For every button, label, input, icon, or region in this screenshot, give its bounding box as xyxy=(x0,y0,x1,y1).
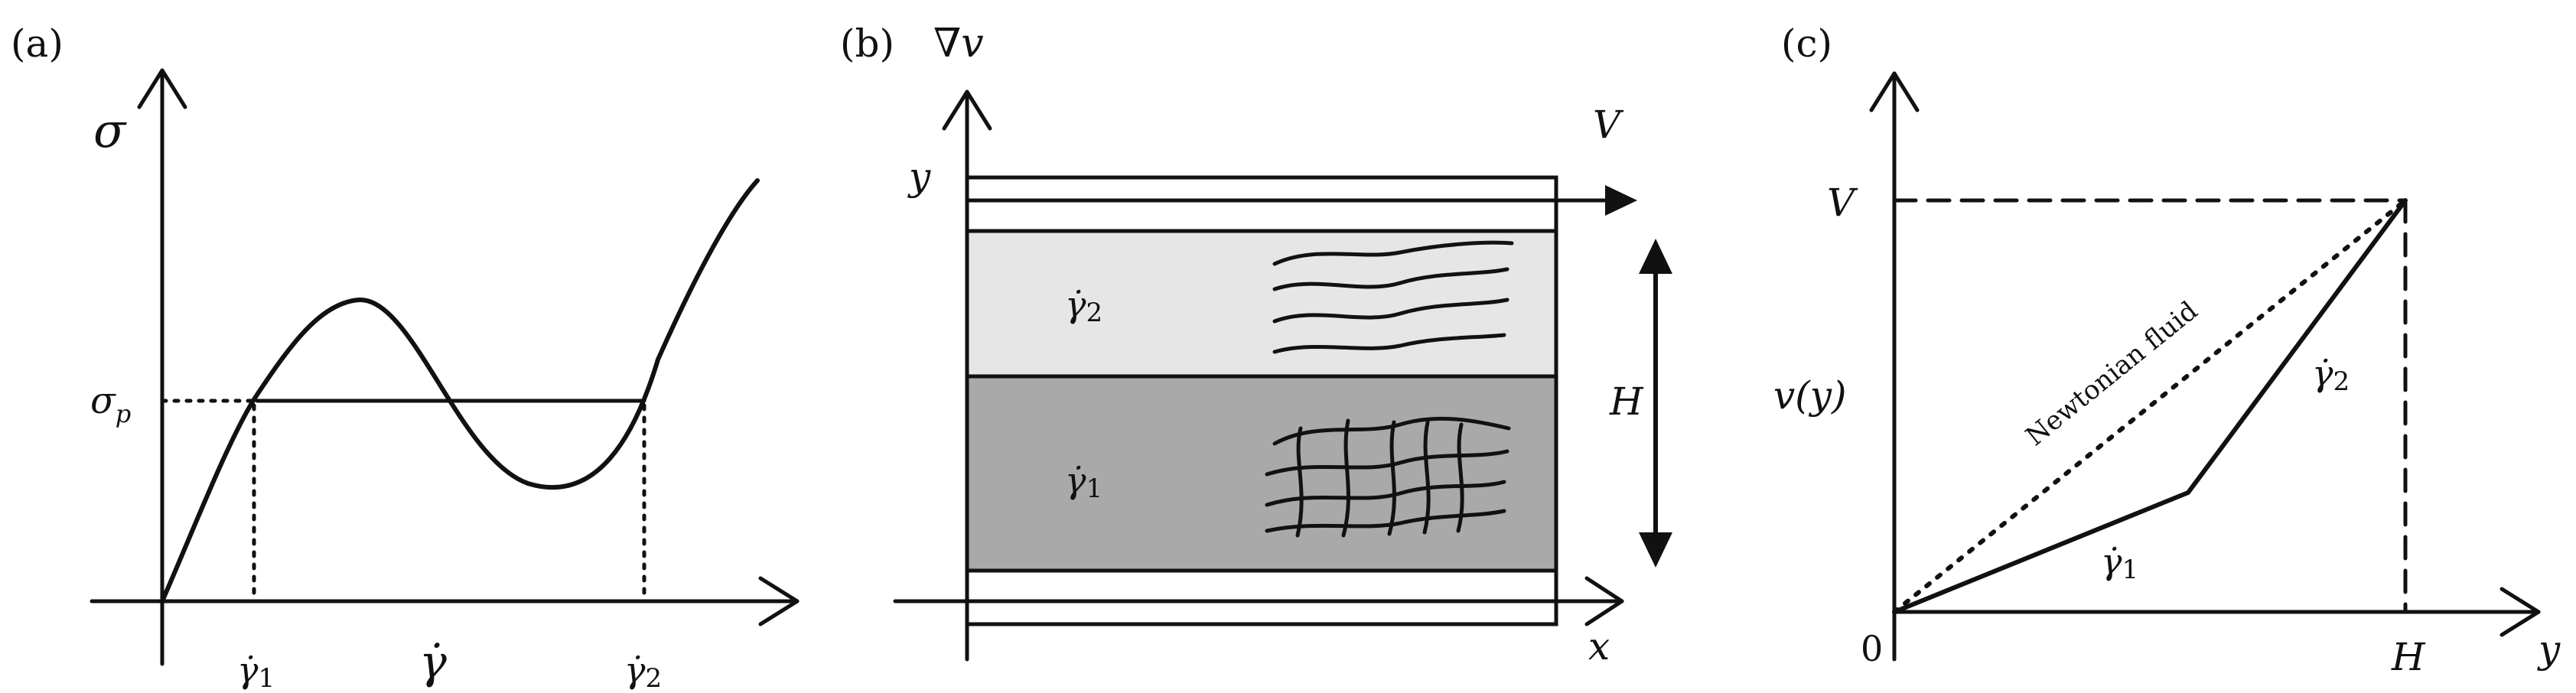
panel-a-y-label: σ xyxy=(93,102,127,158)
panel-c-origin-label: 0 xyxy=(1861,628,1883,669)
panel-a-plateau-label: σp xyxy=(90,379,131,428)
panel-a: (a) σ σp γ̇1 γ̇ γ̇2 xyxy=(11,21,800,693)
panel-b-bottom-plate xyxy=(965,568,1558,626)
panel-c-banded-profile xyxy=(1892,198,2408,614)
panel-a-flow-curve xyxy=(160,178,760,604)
panel-c-x-axis-arrowhead xyxy=(2499,587,2541,637)
panel-c-tag: (c) xyxy=(1781,21,1832,66)
panel-c-rate2-label: γ̇2 xyxy=(2312,353,2350,397)
panel-c-newtonian-profile xyxy=(1892,198,2408,614)
panel-c-v-tick-label: V xyxy=(1827,181,1858,225)
panel-b-velocity-label: V xyxy=(1593,102,1624,147)
panel-c-h-tick-label: H xyxy=(2391,635,2426,679)
panel-c-y-axis-arrowhead xyxy=(1869,71,1920,112)
panel-b-top-plate xyxy=(965,175,1558,233)
panel-b-band-low-rate-label: γ̇1 xyxy=(1065,460,1102,504)
panel-c: (c) v(y) V 0 H y Newtonian fluid γ̇1 γ̇2 xyxy=(1773,21,2561,679)
panel-b-gap-arrowhead-top xyxy=(1639,239,1672,274)
panel-b-entangled-network-icon xyxy=(1265,416,1511,538)
panel-b-gap-arrowhead-bottom xyxy=(1639,532,1672,568)
panel-a-x-axis-arrowhead xyxy=(758,576,800,626)
panel-b-x-axis-arrowhead xyxy=(1584,576,1624,626)
panel-b-top-plate-arrowhead xyxy=(1605,185,1637,216)
panel-a-tag: (a) xyxy=(11,21,64,66)
panel-c-rate1-label: γ̇1 xyxy=(2101,541,2138,585)
panel-b-aligned-chains-icon xyxy=(1272,240,1514,354)
panel-b-x-label: x xyxy=(1588,624,1610,669)
panel-b-y-axis-arrowhead xyxy=(942,89,992,131)
panel-c-x-label: y xyxy=(2537,627,2561,672)
panel-b-tag: (b) xyxy=(840,21,894,66)
panel-a-rate2-label: γ̇2 xyxy=(624,649,662,693)
panel-b-band-high-rate-label: γ̇2 xyxy=(1065,284,1102,328)
panel-b-band-low-rate xyxy=(965,374,1558,573)
panel-a-x-label: γ̇ xyxy=(419,636,447,689)
panel-b: (b) ∇v y V x H γ̇2 γ̇1 xyxy=(840,21,1672,669)
panel-b-gap-label: H xyxy=(1609,379,1644,424)
panel-b-gradient-label: ∇v xyxy=(933,21,984,67)
panel-b-y-label: y xyxy=(907,155,931,199)
panel-a-y-axis-arrowhead xyxy=(137,68,187,109)
panel-c-newtonian-label: Newtonian fluid xyxy=(2020,295,2203,452)
panel-c-y-label: v(y) xyxy=(1773,373,1847,418)
panel-a-rate1-label: γ̇1 xyxy=(237,649,275,693)
